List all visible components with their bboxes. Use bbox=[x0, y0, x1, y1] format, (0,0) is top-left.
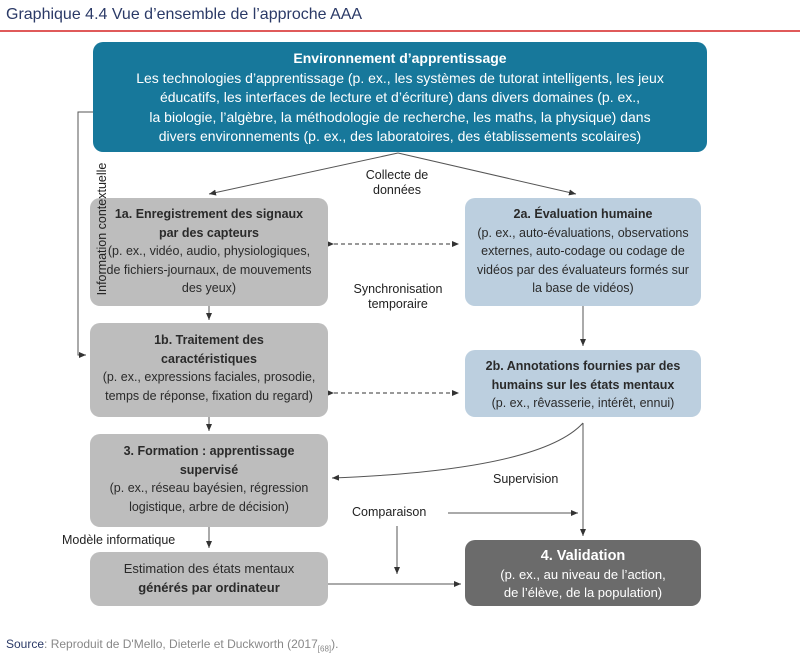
source-end: ). bbox=[331, 637, 339, 651]
box-line: (p. ex., au niveau de l’action, bbox=[500, 566, 666, 582]
source-ref: [68] bbox=[317, 644, 332, 654]
box-line: (p. ex., expressions faciales, prosodie, bbox=[102, 370, 316, 384]
environment-box: Environnement d’apprentissage Les techno… bbox=[93, 42, 707, 152]
box-line: la base de vidéos) bbox=[532, 281, 634, 295]
arrow-contextual-info bbox=[77, 111, 93, 358]
figure-title: Graphique 4.4 Vue d’ensemble de l’approc… bbox=[6, 6, 363, 23]
box-4-validation: 4. Validation (p. ex., au niveau de l’ac… bbox=[465, 540, 701, 606]
box-heading: caractéristiques bbox=[161, 351, 257, 366]
arrow-env-to-2a bbox=[397, 152, 577, 196]
environment-line: éducatifs, les interfaces de lecture et … bbox=[159, 89, 641, 105]
box-line: (p. ex., rêvasserie, intérêt, ennui) bbox=[491, 396, 675, 410]
environment-heading: Environnement d’apprentissage bbox=[293, 50, 507, 66]
environment-line: la biologie, l’algèbre, la méthodologie … bbox=[149, 108, 651, 125]
box-2a-human-evaluation: 2a. Évaluation humaine (p. ex., auto-éva… bbox=[465, 198, 701, 306]
box-heading: générés par ordinateur bbox=[138, 579, 280, 595]
box-line: Estimation des états mentaux bbox=[123, 561, 295, 576]
source-note: Source: Reproduit de D'Mello, Dieterle e… bbox=[6, 637, 338, 653]
box-heading: 2b. Annotations fournies par des bbox=[485, 359, 681, 373]
source-key: Source bbox=[6, 637, 45, 651]
box-heading: supervisé bbox=[179, 462, 239, 477]
label-line: Collecte de bbox=[365, 168, 429, 182]
environment-line: divers environnements (p. ex., des labor… bbox=[158, 128, 642, 144]
label-line: Synchronisation bbox=[353, 282, 443, 296]
box-line: temps de réponse, fixation du regard) bbox=[105, 388, 313, 403]
box-computer-estimation: Estimation des états mentaux générés par… bbox=[90, 552, 328, 606]
box-2b-human-annotations: 2b. Annotations fournies par des humains… bbox=[465, 350, 701, 417]
arrow-env-to-1a bbox=[208, 152, 399, 196]
box-3-supervised-learning: 3. Formation : apprentissage supervisé (… bbox=[90, 434, 328, 527]
box-heading: 3. Formation : apprentissage bbox=[123, 444, 295, 458]
box-heading: 1b. Traitement des bbox=[154, 333, 264, 347]
box-heading: 4. Validation bbox=[540, 548, 626, 564]
environment-line: Les technologies d’apprentissage (p. ex.… bbox=[136, 69, 664, 86]
box-line: des yeux) bbox=[181, 281, 237, 295]
box-line: de l’élève, de la population) bbox=[503, 585, 663, 600]
box-heading: humains sur les états mentaux bbox=[491, 377, 675, 392]
label-line: temporaire bbox=[368, 297, 428, 311]
box-line: logistique, arbre de décision) bbox=[129, 499, 289, 514]
label-data-collection: Collecte de données bbox=[352, 168, 442, 198]
label-computational-model: Modèle informatique bbox=[62, 533, 176, 547]
box-line: vidéos par des évaluateurs formés sur bbox=[477, 262, 689, 277]
box-1b-feature-processing: 1b. Traitement des caractéristiques (p. … bbox=[90, 323, 328, 417]
label-supervision: Supervision bbox=[493, 472, 559, 486]
box-heading: 1a. Enregistrement des signaux bbox=[114, 207, 304, 221]
box-1a-sensor-recording: 1a. Enregistrement des signaux par des c… bbox=[90, 198, 328, 306]
box-line: externes, auto-codage ou codage de bbox=[481, 244, 685, 258]
label-time-sync: Synchronisation temporaire bbox=[338, 282, 458, 312]
box-line: (p. ex., vidéo, audio, physiologiques, bbox=[107, 244, 311, 258]
arrow-2b-to-3 bbox=[331, 422, 584, 481]
source-text: : Reproduit de D'Mello, Dieterle et Duck… bbox=[44, 637, 318, 651]
label-contextual-info: Information contextuelle bbox=[95, 162, 109, 296]
label-line: données bbox=[373, 183, 421, 197]
box-line: (p. ex., réseau bayésien, régression bbox=[109, 481, 309, 495]
title-rule bbox=[0, 30, 800, 32]
box-heading: par des capteurs bbox=[158, 225, 260, 240]
box-line: de fichiers-journaux, de mouvements bbox=[106, 262, 312, 277]
box-heading: 2a. Évaluation humaine bbox=[513, 207, 653, 221]
label-comparison: Comparaison bbox=[352, 505, 427, 519]
box-line: (p. ex., auto-évaluations, observations bbox=[477, 225, 689, 240]
